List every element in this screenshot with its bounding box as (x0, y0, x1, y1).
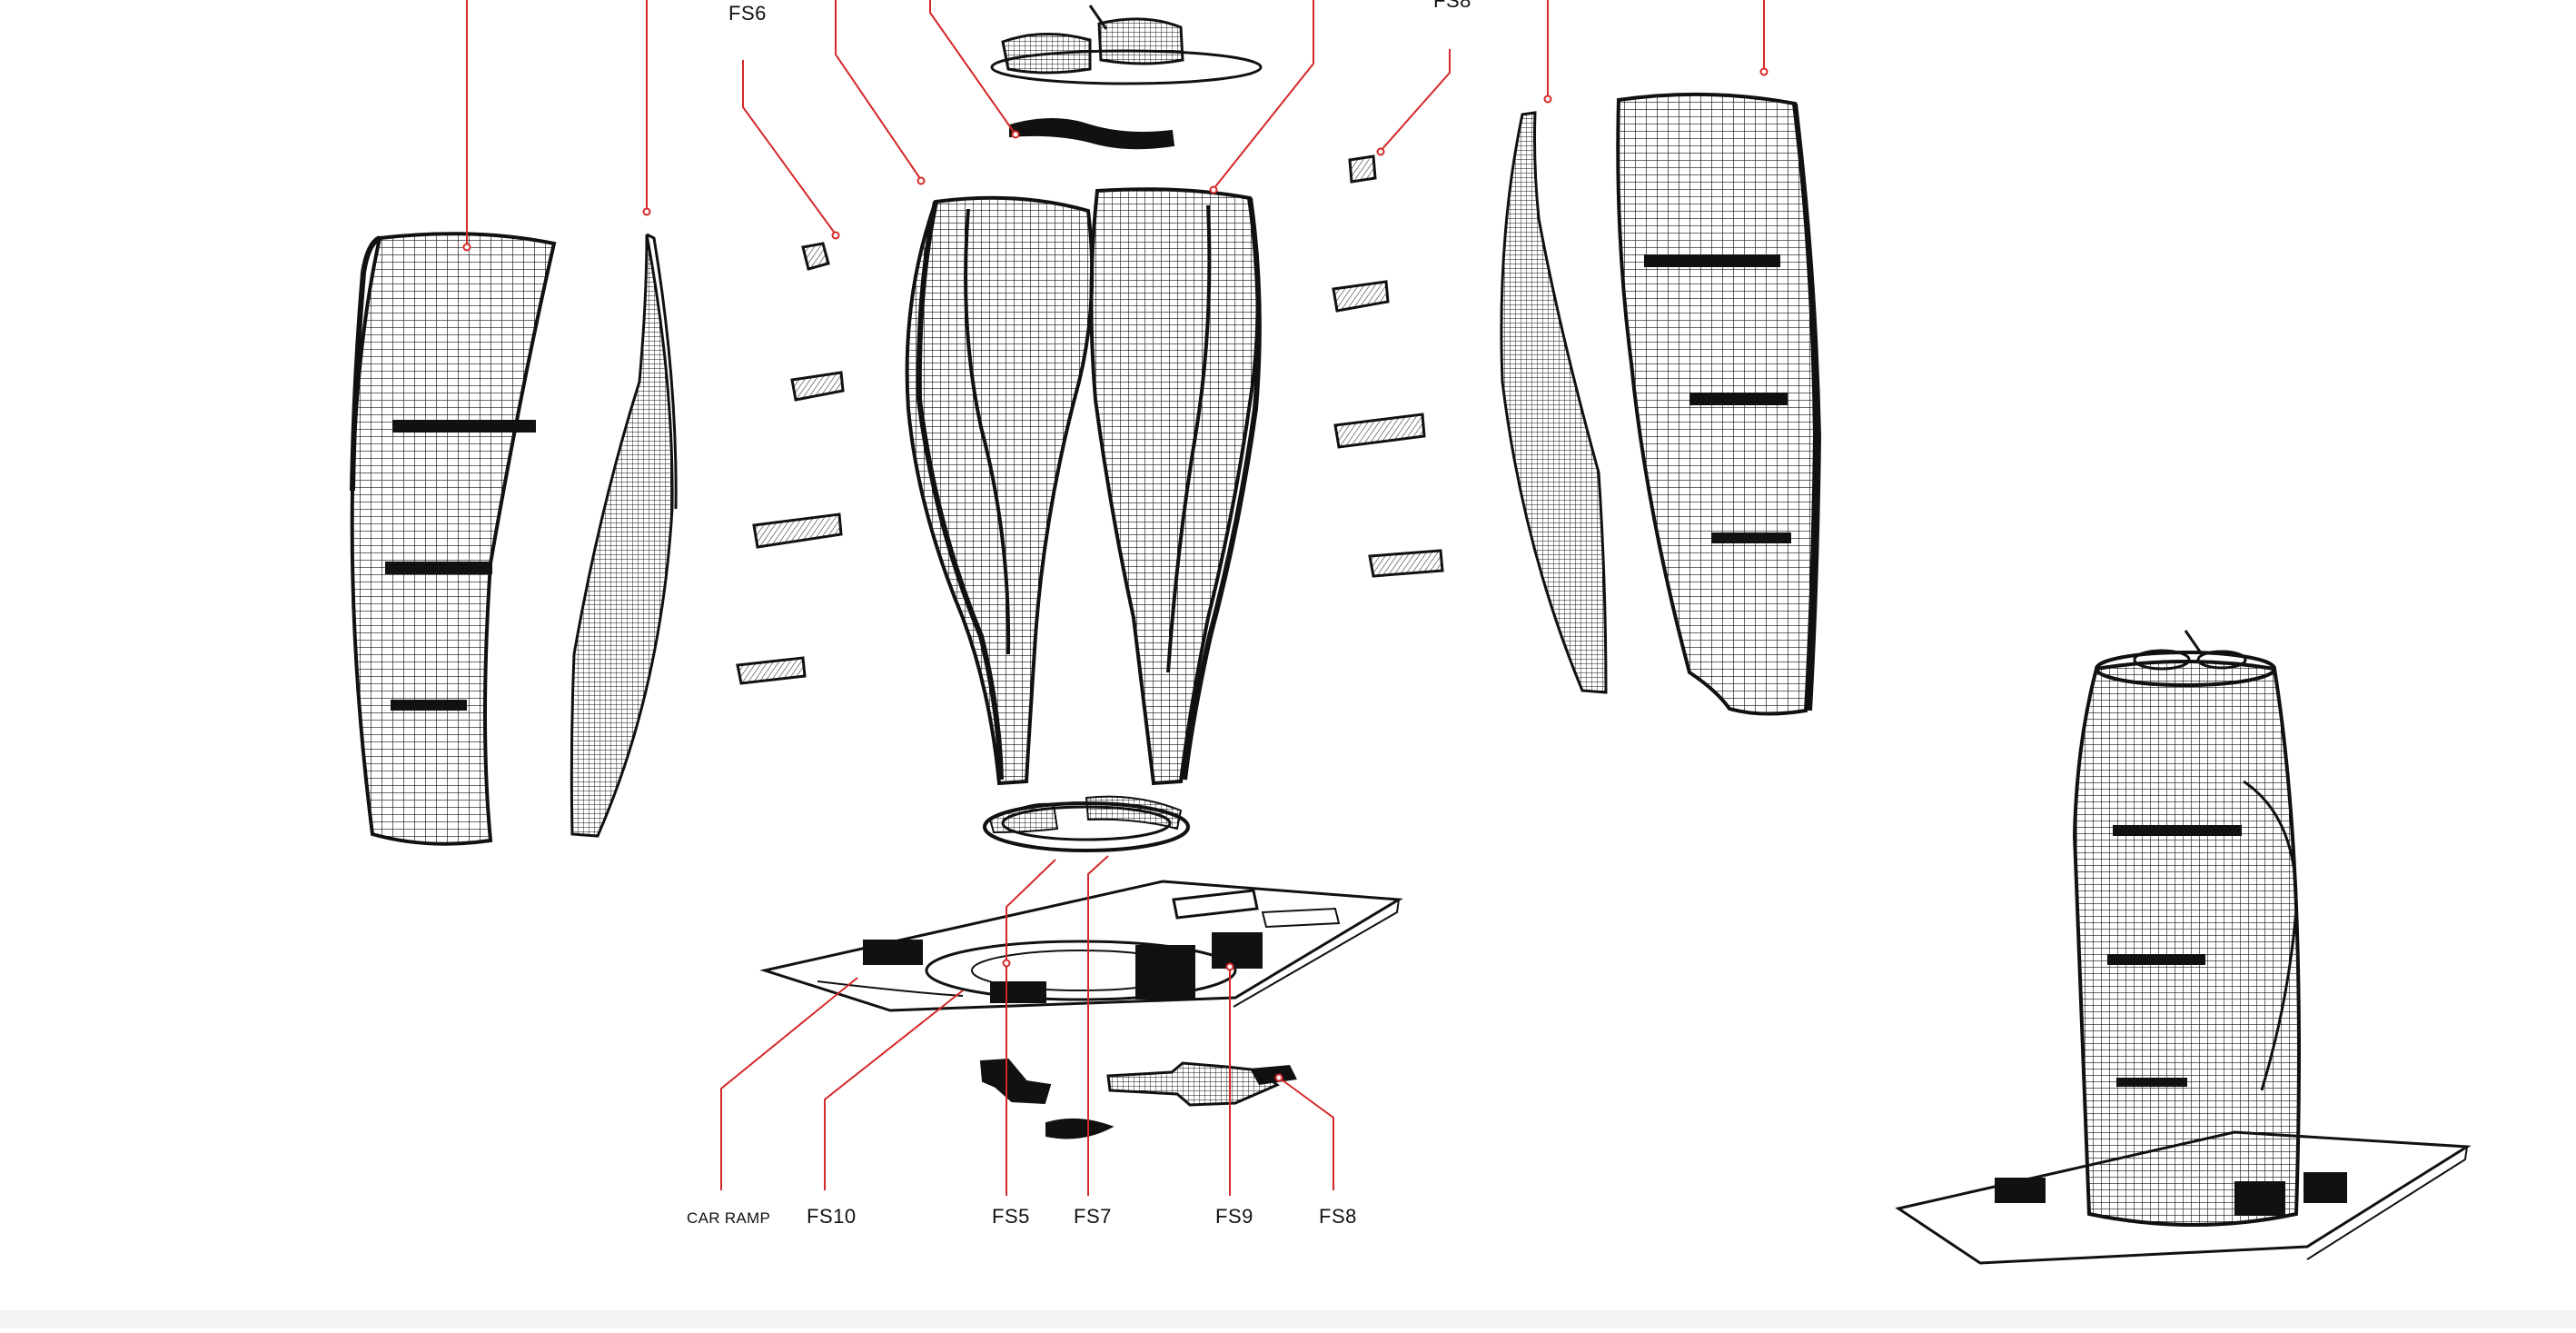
bottom-margin-strip (0, 1310, 2576, 1328)
leader-lines (466, 0, 1765, 1196)
left-tower-shell (350, 232, 557, 846)
central-core-right-half (1089, 187, 1262, 786)
fs6-modules-left (736, 242, 845, 685)
label-fs9: FS9 (1215, 1205, 1253, 1228)
fs8-modules-right (1332, 154, 1444, 578)
label-fs6: FS6 (728, 2, 767, 25)
label-fs10: FS10 (807, 1205, 857, 1228)
right-sliver-panel (1500, 111, 1608, 694)
label-fs-top-right: FS8 (1433, 0, 1471, 12)
rooftop-crown (990, 5, 1263, 85)
site-platform (759, 880, 1403, 1012)
label-car-ramp: CAR RAMP (687, 1209, 771, 1227)
right-tower-shell (1616, 92, 1822, 716)
central-core-left-half (905, 195, 1095, 786)
leader-dots (462, 67, 1769, 1082)
label-fs7: FS7 (1074, 1205, 1112, 1228)
lower-components (979, 1058, 1297, 1139)
crown-plate (1009, 118, 1175, 150)
label-fs8: FS8 (1319, 1205, 1357, 1228)
left-sliver-panel (570, 233, 678, 838)
podium-ring (983, 795, 1190, 852)
label-fs5: FS5 (992, 1205, 1030, 1228)
assembled-tower-view (1895, 630, 2472, 1265)
